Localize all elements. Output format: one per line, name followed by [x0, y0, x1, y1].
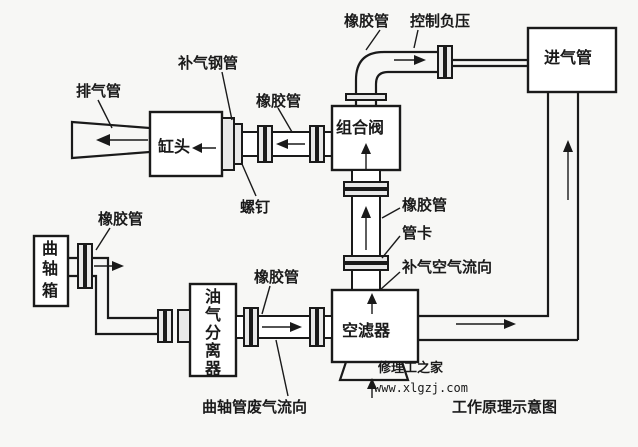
crankcase-char-3: 箱 — [42, 281, 58, 300]
diagram-title: 工作原理示意图 — [452, 398, 557, 416]
control-pressure-arrow — [394, 55, 426, 65]
head-flange — [221, 117, 235, 171]
watermark-url: www.xlgzj.com — [374, 381, 468, 395]
crank-flow-arrow — [94, 261, 124, 271]
bolt-block — [233, 123, 243, 165]
sep-to-filter-arrow — [262, 322, 302, 332]
cylinder-head-label: 缸头 — [157, 137, 190, 156]
supplement-air-up-arrow — [361, 206, 371, 250]
sep-char-3: 分 — [205, 323, 221, 342]
exhaust-flow-arrow — [96, 134, 148, 146]
intake-pipe-box — [526, 26, 618, 94]
loop-up-arrow — [563, 140, 573, 200]
valve-to-head-arrow — [276, 139, 305, 149]
crankcase-char-1: 曲 — [42, 239, 58, 258]
loop-right-arrow — [456, 319, 516, 329]
supplement-air-flow-label: 补气空气流向 — [401, 258, 492, 276]
sep-char-4: 离 — [205, 341, 221, 360]
bolt-label: 螺钉 — [240, 198, 270, 216]
supplement-steel-pipe-label: 补气钢管 — [177, 54, 238, 72]
rubber-hose-label-3: 橡胶管 — [402, 196, 447, 214]
sep-char-2: 气 — [204, 305, 221, 324]
crank-exhaust-flow-label: 曲轴管废气流向 — [202, 398, 307, 416]
rubber-hose-label-2: 橡胶管 — [344, 12, 389, 30]
air-in-arrow — [367, 378, 377, 398]
rubber-hose-label-5: 橡胶管 — [254, 268, 299, 286]
sep-char-1: 油 — [205, 287, 221, 306]
combination-valve-label: 组合阀 — [336, 118, 384, 137]
crankcase-box — [32, 234, 70, 308]
pipe-clamp-label: 管卡 — [402, 224, 432, 242]
rubber-hose-label-4: 橡胶管 — [98, 210, 143, 228]
sep-char-5: 器 — [204, 359, 222, 378]
rubber-hose-label-1: 橡胶管 — [256, 92, 301, 110]
air-filter-label: 空滤器 — [342, 321, 391, 340]
valve-up-arrow — [361, 143, 371, 170]
cylinder-head-arrow — [192, 143, 216, 153]
filter-up-arrow — [367, 293, 377, 314]
exhaust-pipe-label: 排气管 — [76, 82, 121, 100]
watermark-cn: 修理工之家 — [377, 360, 444, 376]
intake-pipe-label: 进气管 — [544, 48, 592, 67]
control-negative-pressure-label: 控制负压 — [410, 12, 470, 30]
crankcase-char-2: 轴 — [42, 259, 58, 278]
